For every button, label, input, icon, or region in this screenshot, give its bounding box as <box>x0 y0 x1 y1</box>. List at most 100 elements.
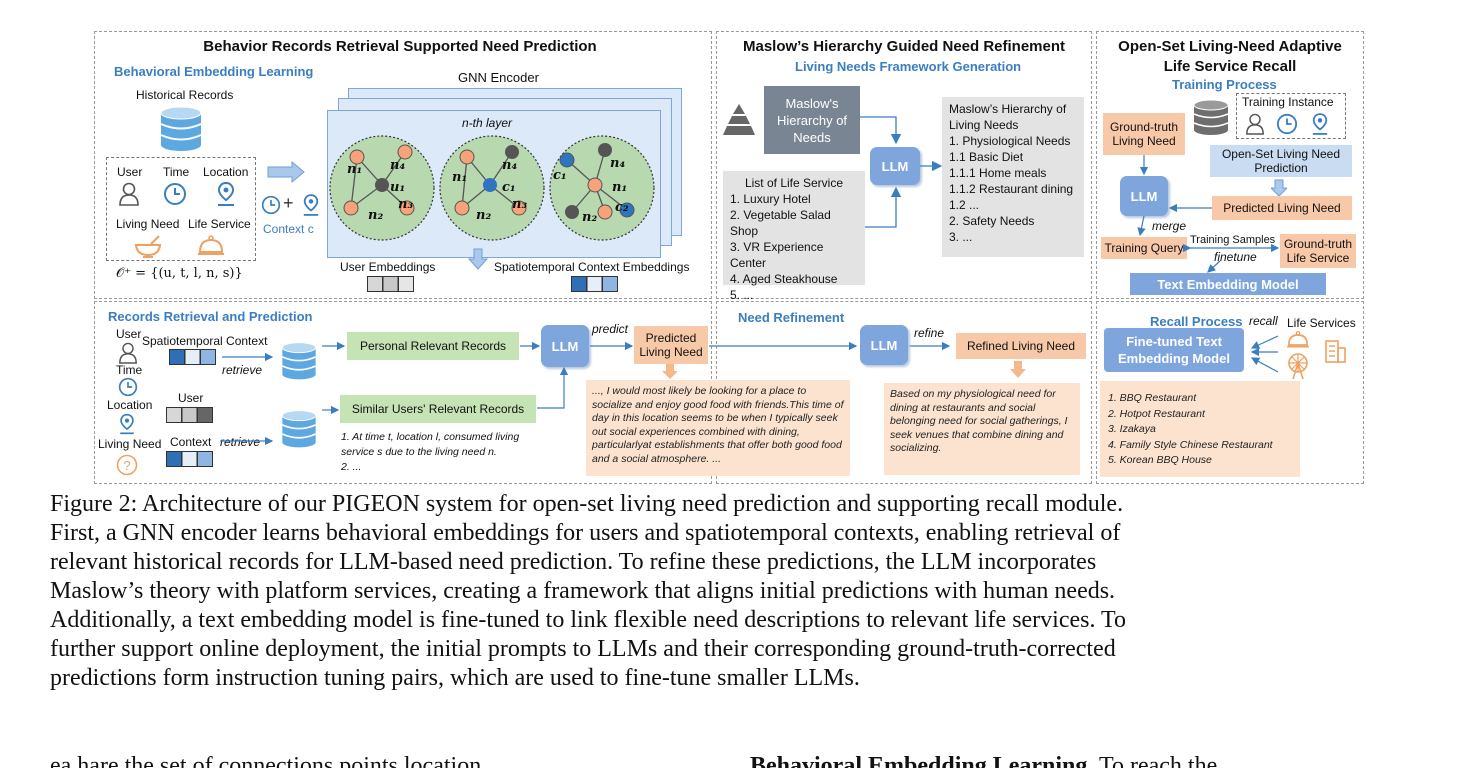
ferris-wheel-icon <box>1288 353 1308 380</box>
caption-line: further support online deployment, the i… <box>50 636 1116 662</box>
predicted-need-label: Predicted Living Need <box>1223 201 1341 215</box>
context-pin-icon <box>303 194 319 216</box>
predicted-need-box: Predicted Living Need <box>1212 196 1352 220</box>
recall-subtitle: Recall Process <box>1150 314 1243 329</box>
nth-layer-label: n-th layer <box>462 116 513 130</box>
user-embedding-vector <box>367 276 414 292</box>
ground-truth-need-label: Ground-truth Living Need <box>1109 120 1179 148</box>
training-query-box: Training Query <box>1101 237 1187 259</box>
openset-title-2: Life Service Recall <box>1163 58 1297 75</box>
record-formula: 𝒪⁺ = {(u, t, l, n, s)} <box>116 266 243 281</box>
attr-living-need: Living Need <box>116 217 180 231</box>
context-vector <box>166 451 213 467</box>
node-label: n₄ <box>390 158 406 173</box>
training-instance-label: Training Instance <box>1242 95 1334 109</box>
similar-records-label: Similar Users' Relevant Records <box>351 402 525 416</box>
attr-user: User <box>117 165 143 179</box>
training-database-icon <box>1193 99 1229 135</box>
body-fragment-1: ea hare the set of connections points lo… <box>50 753 482 768</box>
framework-item: 3. ... <box>949 230 973 244</box>
ground-truth-need-box: Ground-truth Living Need <box>1103 113 1185 155</box>
predicted-need-label: Predicted Living Need <box>639 331 703 359</box>
st-context-label: Spatiotemporal Context <box>142 334 268 348</box>
finetune-label: finetune <box>1214 250 1257 264</box>
caption-line: predictions form instruction tuning pair… <box>50 665 860 691</box>
framework-item: 2. Safety Needs <box>949 214 1035 228</box>
maslow-panel <box>716 31 1092 299</box>
attr-location: Location <box>203 165 249 179</box>
retrieval-location-label: Location <box>107 398 153 412</box>
similar-detail-1: 1. At time t, location l, consumed livin… <box>341 431 520 443</box>
st-embeddings-label: Spatiotemporal Context Embeddings <box>494 260 690 274</box>
training-llm: LLM <box>1120 176 1168 216</box>
node-label: n₃ <box>512 197 528 212</box>
training-instance-box <box>1236 93 1346 139</box>
building-icon <box>1325 340 1346 363</box>
similar-detail-2: service s due to the living need n. <box>341 446 497 458</box>
life-service-list: List of Life Service 1. Luxury Hotel 2. … <box>723 171 865 302</box>
behavioral-subtitle: Behavioral Embedding Learning <box>114 64 314 79</box>
refinement-llm: LLM <box>860 325 908 365</box>
recall-result: 3. Izakaya <box>1108 423 1156 435</box>
svg-text:?: ? <box>123 458 130 473</box>
historical-records-label: Historical Records <box>136 88 234 102</box>
behavior-title: Behavior Records Retrieval Supported Nee… <box>203 38 597 55</box>
training-subtitle: Training Process <box>1172 77 1277 92</box>
framework-item: Maslow’s Hierarchy of <box>949 102 1067 116</box>
recall-result: 4. Family Style Chinese Restaurant <box>1108 438 1273 451</box>
behavior-panel <box>94 31 712 299</box>
ground-truth-service-label: Ground-truth Life Service <box>1283 237 1353 265</box>
similar-detail-3: 2. ... <box>341 461 362 473</box>
bowl-icon <box>134 235 162 258</box>
personal-db-icon <box>281 342 317 380</box>
maslow-llm: LLM <box>870 147 920 185</box>
body-fragment-3: To reach the <box>1098 753 1218 768</box>
personal-records-label: Personal Relevant Records <box>359 339 507 353</box>
life-service-item: 5. ... <box>730 288 754 302</box>
refinement-subtitle: Need Refinement <box>738 310 845 325</box>
pyramid-icon <box>723 104 755 135</box>
predicted-need-box: Predicted Living Need <box>634 326 708 364</box>
text-embedding-model-box: Text Embedding Model <box>1130 273 1326 295</box>
llm-label: LLM <box>1130 188 1158 204</box>
similar-db-icon <box>281 410 317 448</box>
maslow-hierarchy-box: Maslow's Hierarchy of Needs <box>764 86 860 154</box>
life-service-item: 2. Vegetable Salad Shop <box>730 208 831 238</box>
st-embedding-vector <box>571 276 618 292</box>
framework-item: 1. Physiological Needs <box>949 134 1071 148</box>
text-embedding-model-label: Text Embedding Model <box>1157 276 1299 292</box>
retrieval-time-label: Time <box>116 363 143 377</box>
caption-line: First, a GNN encoder learns behavioral e… <box>50 520 1121 546</box>
open-set-prediction-label: Open-Set Living Need Prediction <box>1221 147 1341 175</box>
framework-item: Living Needs <box>949 118 1019 132</box>
user-vector <box>166 407 213 423</box>
node-label: n₁ <box>612 180 628 195</box>
retrieval-context-label: Context <box>170 435 212 449</box>
maslow-hierarchy-text: Maslow's Hierarchy of Needs <box>776 95 848 145</box>
recall-result: 1. BBQ Restaurant <box>1108 392 1197 404</box>
plus-sign: + <box>283 193 294 213</box>
instance-clock-icon <box>1276 113 1298 135</box>
retrieval-connectors <box>220 341 951 446</box>
cloche-service-icon <box>1287 331 1309 348</box>
retrieve-label-2: retrieve <box>220 435 261 449</box>
record-attributes-box <box>106 157 256 261</box>
gnn-graphs <box>329 135 655 241</box>
node-label: u₁ <box>390 180 406 195</box>
finetuned-model-box: Fine-tuned Text Embedding Model <box>1104 328 1244 372</box>
maslow-subtitle: Living Needs Framework Generation <box>795 59 1022 74</box>
refined-text: Based on my physiological need for dinin… <box>890 388 1068 454</box>
figure-caption: Figure 2: Architecture of our PIGEON sys… <box>50 490 1420 693</box>
framework-item: 1.1 Basic Diet <box>949 150 1024 164</box>
merge-label: merge <box>1152 219 1187 233</box>
framework-item: 1.2 ... <box>949 198 980 212</box>
recall-results-box: 1. BBQ Restaurant 2. Hotpot Restaurant 3… <box>1100 381 1300 477</box>
body-fragment-2: Behavioral Embedding Learning. <box>750 753 1094 768</box>
refined-text-box: Based on my physiological need for dinin… <box>884 383 1080 475</box>
recall-result: 2. Hotpot Restaurant <box>1108 407 1205 420</box>
training-connectors <box>1137 155 1280 273</box>
caption-line: Figure 2: Architecture of our PIGEON sys… <box>50 491 1124 517</box>
ground-truth-service-box: Ground-truth Life Service <box>1280 234 1356 268</box>
llm-label: LLM <box>881 158 909 174</box>
retrieval-living-need-label: Living Need <box>98 437 162 451</box>
